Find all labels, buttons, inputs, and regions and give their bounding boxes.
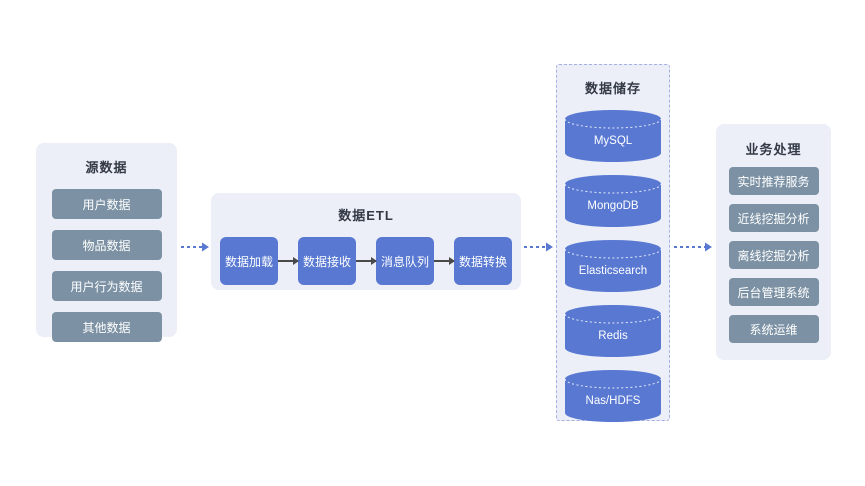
etl-step-queue: 消息队列 xyxy=(376,237,434,285)
database-label: Redis xyxy=(598,330,628,342)
database-label: MongoDB xyxy=(587,200,639,212)
business-item-realtime-recommendation: 实时推荐服务 xyxy=(728,167,819,195)
storage-panel-title: 数据储存 xyxy=(584,81,641,96)
etl-panel: 数据ETL 数据加载 数据接收 消息队列 数据转换 xyxy=(211,193,521,290)
etl-step-load: 数据加载 xyxy=(220,237,278,285)
database-cylinder-mysql: MySQL xyxy=(564,109,662,163)
etl-step-row: 数据加载 数据接收 消息队列 数据转换 xyxy=(211,237,521,285)
business-item-offline-mining: 离线挖掘分析 xyxy=(728,241,819,269)
right-arrow-icon xyxy=(278,257,299,264)
source-item-other-data: 其他数据 xyxy=(51,312,162,342)
database-cylinder-icon xyxy=(564,110,662,162)
database-cylinder-icon xyxy=(564,240,662,292)
etl-step-transform: 数据转换 xyxy=(454,237,512,285)
database-label: MySQL xyxy=(593,135,633,147)
database-cylinder-icon xyxy=(564,175,662,227)
database-cylinder-icon xyxy=(564,370,662,422)
database-cylinder-mongodb: MongoDB xyxy=(564,174,662,228)
source-item-item-data: 物品数据 xyxy=(51,230,162,260)
database-cylinder-nas-hdfs: Nas/HDFS xyxy=(564,369,662,423)
database-cylinder-elasticsearch: Elasticsearch xyxy=(564,239,662,293)
right-arrow-icon xyxy=(356,257,377,264)
database-cylinder-redis: Redis xyxy=(564,304,662,358)
right-arrow-icon xyxy=(434,257,455,264)
business-item-nearline-mining: 近线挖掘分析 xyxy=(728,204,819,232)
database-stack: MySQL MongoDB Elasticsearch Redis xyxy=(557,109,669,423)
database-label: Elasticsearch xyxy=(578,265,648,277)
source-data-panel: 源数据 用户数据 物品数据 用户行为数据 其他数据 xyxy=(36,143,177,342)
etl-panel-title: 数据ETL xyxy=(338,208,394,223)
database-label: Nas/HDFS xyxy=(585,395,641,407)
business-item-stack: 实时推荐服务 近线挖掘分析 离线挖掘分析 后台管理系统 系统运维 xyxy=(716,167,831,343)
dashed-arrow-storage-to-business xyxy=(674,242,712,252)
dashed-arrow-source-to-etl xyxy=(181,242,209,252)
business-item-system-ops: 系统运维 xyxy=(728,315,819,343)
business-panel-title: 业务处理 xyxy=(745,142,802,157)
business-processing-panel: 业务处理 实时推荐服务 近线挖掘分析 离线挖掘分析 后台管理系统 系统运维 xyxy=(716,124,831,360)
business-item-admin-system: 后台管理系统 xyxy=(728,278,819,306)
source-panel-title: 源数据 xyxy=(85,160,128,175)
dashed-arrow-etl-to-storage xyxy=(524,242,553,252)
database-cylinder-icon xyxy=(564,305,662,357)
source-item-stack: 用户数据 物品数据 用户行为数据 其他数据 xyxy=(36,189,177,342)
data-storage-panel: 数据储存 MySQL MongoDB Elasticsearch xyxy=(556,64,670,423)
source-item-user-data: 用户数据 xyxy=(51,189,162,219)
source-item-behavior-data: 用户行为数据 xyxy=(51,271,162,301)
etl-step-receive: 数据接收 xyxy=(298,237,356,285)
